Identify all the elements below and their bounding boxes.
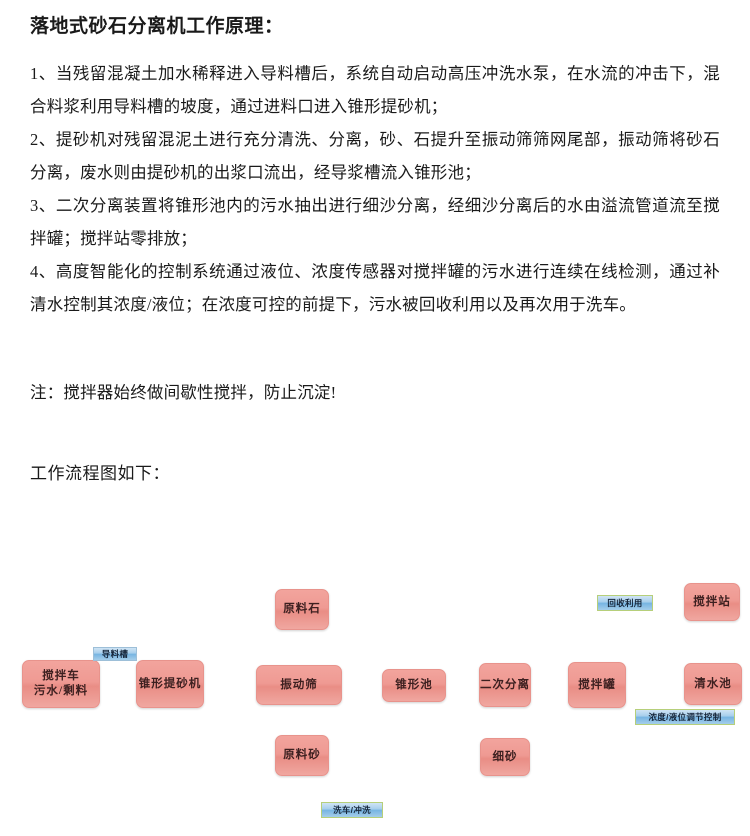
tag-level-control-label: 浓度/液位调节控制 (648, 712, 722, 722)
diagram-connectors (0, 575, 750, 836)
paragraph-3: 3、二次分离装置将锥形池内的污水抽出进行细沙分离，经细沙分离后的水由溢流管道流至… (30, 195, 720, 248)
paragraph-spacer (30, 321, 720, 376)
node-secondary-separation-label: 二次分离 (480, 678, 530, 691)
node-clean-water-pool-label: 清水池 (694, 677, 732, 690)
node-vibrating-screen-label: 振动筛 (280, 678, 318, 691)
node-cone-sand-lifter[interactable]: 锥形提砂机 (136, 660, 204, 708)
tag-recycle-reuse[interactable]: 回收利用 (597, 595, 653, 611)
document-body: 落地式砂石分离机工作原理： 1、当残留混凝土加水稀释进入导料槽后，系统自动启动高… (30, 0, 720, 489)
flow-caption: 工作流程图如下： (30, 463, 170, 483)
node-mixing-station-label: 搅拌站 (693, 595, 731, 608)
tag-car-wash-label: 洗车/冲洗 (333, 805, 371, 815)
node-raw-sand[interactable]: 原料砂 (275, 735, 329, 776)
node-clean-water-pool[interactable]: 清水池 (684, 663, 742, 705)
node-mixing-tank[interactable]: 搅拌罐 (568, 662, 626, 708)
node-raw-stone[interactable]: 原料石 (275, 589, 329, 630)
node-cone-sand-lifter-label: 锥形提砂机 (138, 677, 202, 690)
node-cone-pool-label: 锥形池 (395, 679, 433, 691)
node-mixing-station[interactable]: 搅拌站 (684, 583, 740, 621)
tag-level-control[interactable]: 浓度/液位调节控制 (635, 709, 735, 725)
tag-recycle-reuse-label: 回收利用 (607, 598, 643, 608)
paragraph-1: 1、当残留混凝土加水稀释进入导料槽后，系统自动启动高压冲洗水泵，在水流的冲击下，… (30, 63, 720, 116)
node-fine-sand[interactable]: 细砂 (480, 738, 530, 776)
tag-car-wash[interactable]: 洗车/冲洗 (321, 802, 383, 818)
node-secondary-separation[interactable]: 二次分离 (479, 663, 531, 707)
paragraph-2: 2、提砂机对残留混泥土进行充分清洗、分离，砂、石提升至振动筛筛网尾部，振动筛将砂… (30, 129, 720, 182)
paragraph-4: 4、高度智能化的控制系统通过液位、浓度传感器对搅拌罐的污水进行连续在线检测，通过… (30, 261, 720, 314)
node-mixer-truck-label: 搅拌车污水/剩料 (33, 670, 89, 697)
flow-spacer (30, 409, 720, 459)
tag-feed-chute[interactable]: 导料槽 (93, 647, 137, 661)
note-text: 注：搅拌器始终做间歇性搅拌，防止沉淀! (30, 382, 337, 402)
node-mixing-tank-label: 搅拌罐 (578, 678, 616, 691)
node-cone-pool[interactable]: 锥形池 (382, 669, 446, 702)
node-fine-sand-label: 细砂 (492, 750, 518, 763)
node-vibrating-screen[interactable]: 振动筛 (256, 665, 342, 705)
page-title: 落地式砂石分离机工作原理： (30, 16, 284, 37)
node-raw-stone-label: 原料石 (283, 603, 321, 615)
node-raw-sand-label: 原料砂 (283, 749, 321, 761)
tag-feed-chute-label: 导料槽 (101, 649, 129, 659)
node-mixer-truck[interactable]: 搅拌车污水/剩料 (22, 660, 100, 708)
workflow-diagram: 搅拌车污水/剩料 锥形提砂机 振动筛 原料石 原料砂 锥形池 二次分离 细砂 搅… (0, 575, 750, 836)
